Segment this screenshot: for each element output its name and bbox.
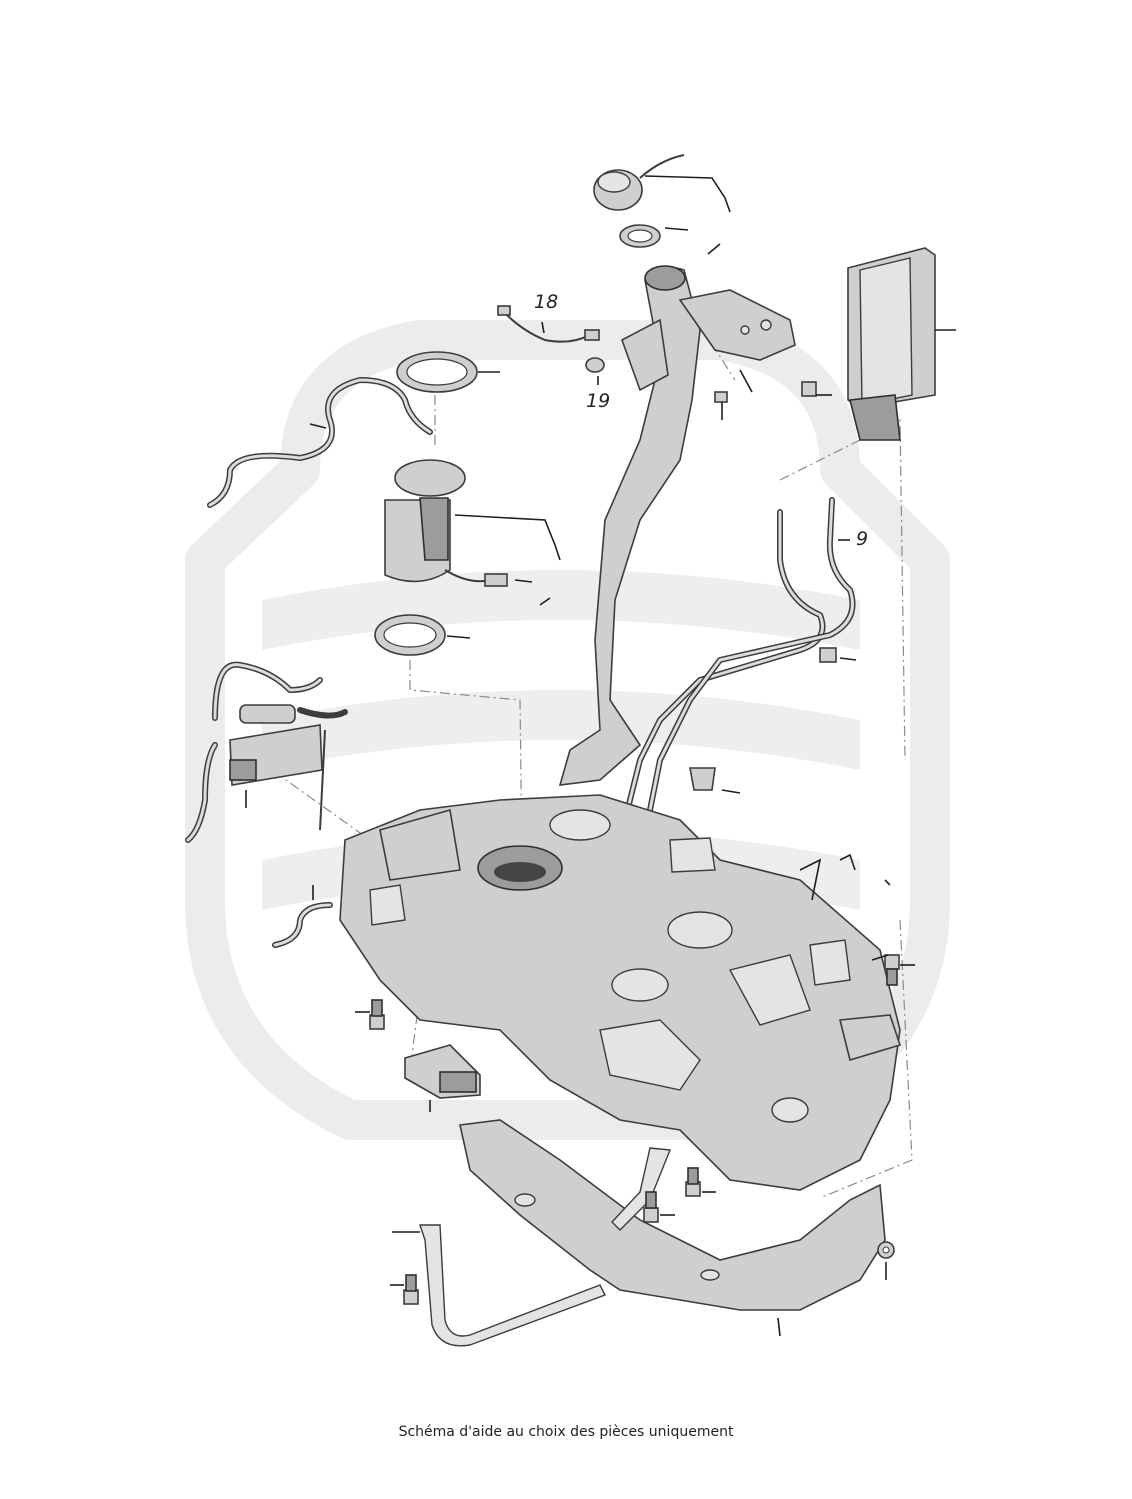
tank-bolt-left [355,999,385,1030]
tank-seal-ring [374,614,471,656]
return-line [272,885,333,948]
callout-18: 18 [534,291,558,313]
lock-ring-upper [396,351,500,393]
strap-bolt-lower [390,1274,419,1305]
strap-bolt-mid-b [685,1167,716,1197]
fuel-filter-assembly [185,661,348,843]
filler-seal-ring [619,224,721,255]
diagram-disclaimer-caption: Schéma d'aide au choix des pièces unique… [398,1424,734,1440]
retaining-strap-right [611,1147,671,1231]
grommet [585,357,605,385]
callout-19: 19 [586,390,610,412]
strap-bolt-mid-a [643,1191,675,1223]
callout-9: 9 [856,528,868,550]
filler-screw [714,391,728,420]
fuel-cap [593,154,731,213]
heat-shield-nut [877,1241,895,1280]
vent-lines [617,497,857,863]
fuel-pump-control-module [404,1044,481,1112]
fuel-supply-line [207,377,433,508]
filler-neck [558,265,796,786]
sender-wire-harness [497,305,600,343]
retaining-strap-left [392,1224,606,1347]
carbon-canister [801,247,956,441]
hose-clip [689,767,741,794]
fuel-delivery-unit [384,459,561,606]
fuel-tank [339,794,902,1191]
tank-bolt-right [871,954,915,986]
